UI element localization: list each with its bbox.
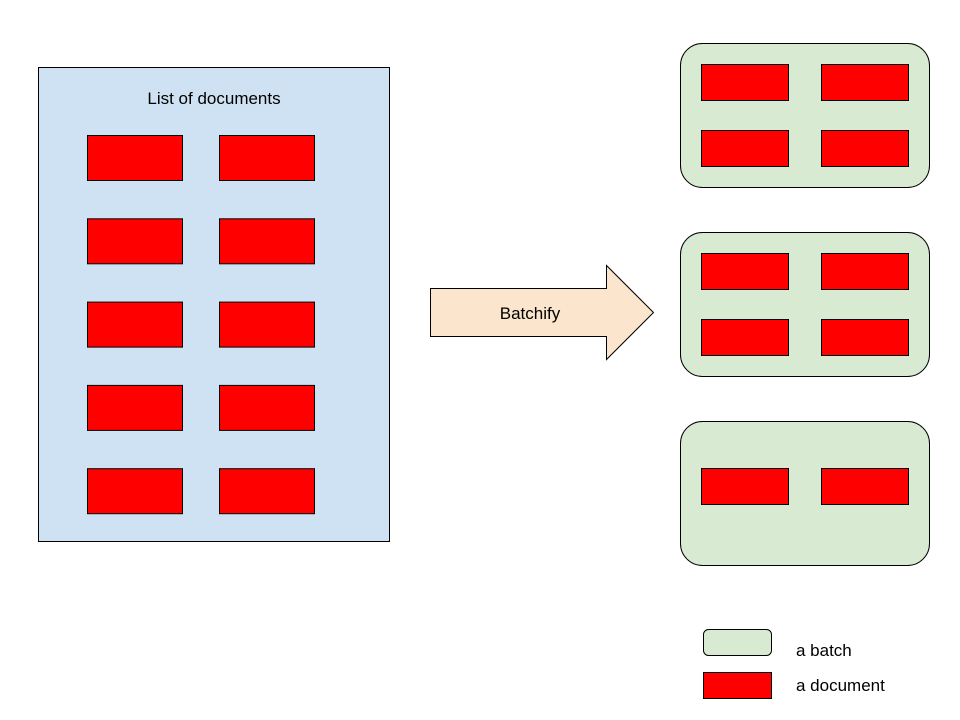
source-document xyxy=(219,468,315,515)
batch-document xyxy=(701,253,789,290)
batch-document xyxy=(701,130,789,167)
batch-document xyxy=(821,468,909,505)
source-document xyxy=(87,301,183,348)
batch xyxy=(680,43,930,188)
source-document xyxy=(87,384,183,431)
source-document xyxy=(219,135,315,181)
batch-document xyxy=(701,64,789,101)
source-panel: List of documents xyxy=(38,67,390,542)
source-document xyxy=(87,135,183,181)
batchify-arrow: Batchify xyxy=(430,264,655,361)
batch-document xyxy=(821,130,909,167)
batch-document xyxy=(821,253,909,290)
arrow-shape xyxy=(430,264,655,361)
batch-document xyxy=(701,319,789,356)
legend-batch-swatch xyxy=(703,629,772,656)
batch-container xyxy=(680,421,930,566)
source-document xyxy=(87,468,183,515)
legend-document-label: a document xyxy=(796,676,885,695)
batch-document xyxy=(701,468,789,505)
legend: a batch a document xyxy=(703,629,885,699)
source-document xyxy=(219,301,315,348)
source-document xyxy=(219,218,315,265)
legend-batch-label: a batch xyxy=(796,641,852,660)
batch-document xyxy=(821,64,909,101)
legend-document-swatch xyxy=(703,672,772,699)
batch-document xyxy=(821,319,909,356)
batch xyxy=(680,232,930,377)
source-document-grid xyxy=(87,135,315,515)
source-panel-title: List of documents xyxy=(147,89,280,108)
batch-list xyxy=(680,43,930,566)
source-document xyxy=(87,218,183,265)
source-document xyxy=(219,384,315,431)
batch xyxy=(680,421,930,566)
arrow-label: Batchify xyxy=(500,304,561,323)
